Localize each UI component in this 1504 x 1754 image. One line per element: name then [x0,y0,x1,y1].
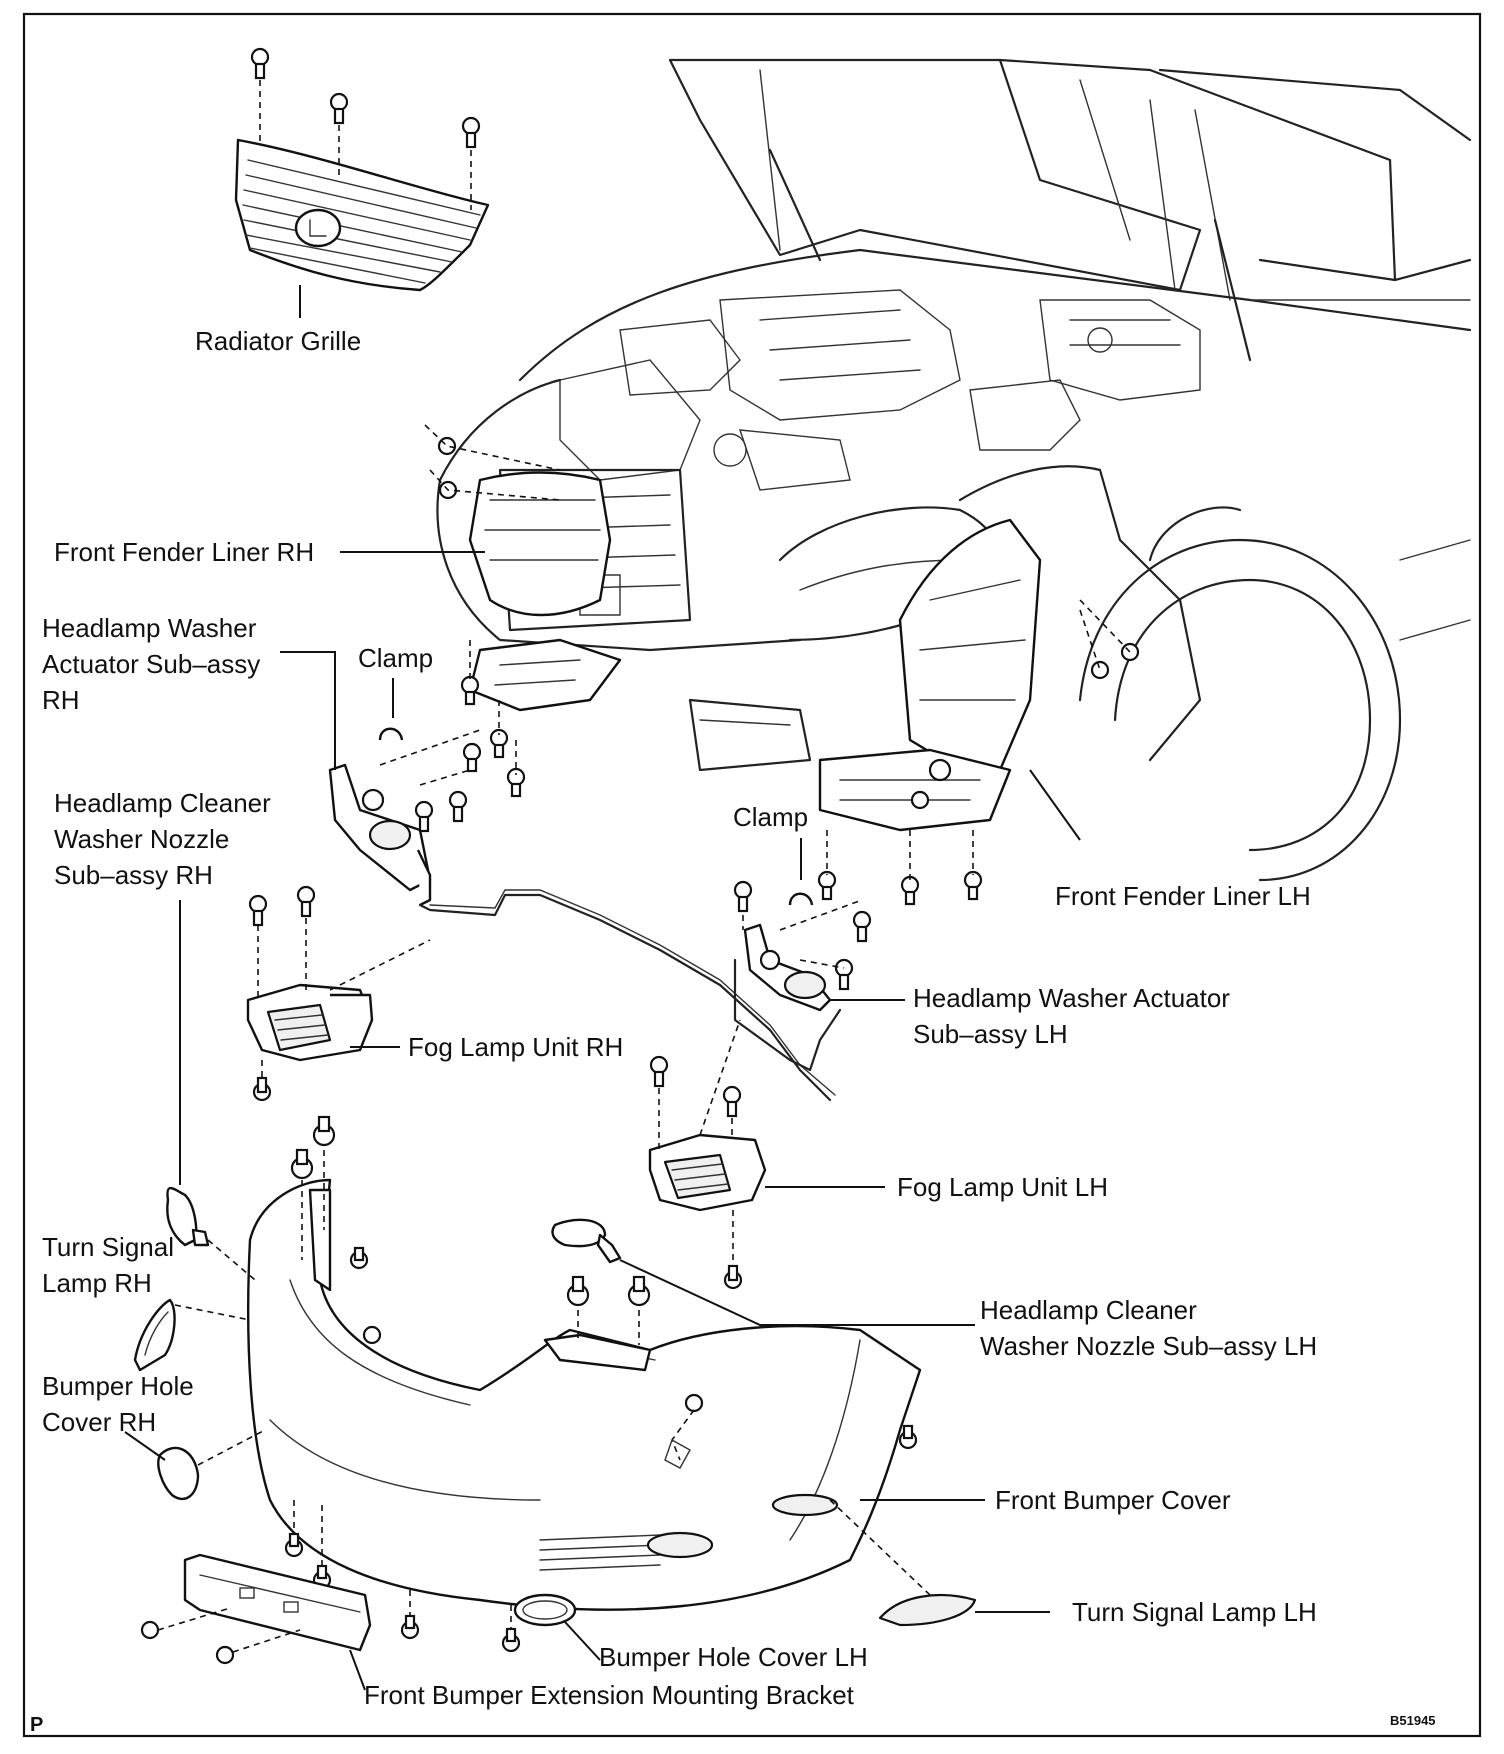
figure-code: B51945 [1390,1713,1436,1728]
washer-hose [418,893,832,1102]
label-line: Washer Nozzle [54,824,229,854]
label-line: Turn Signal [42,1232,174,1262]
headlamp-washer-actuator-rh-part [328,729,481,907]
label-line: Washer Nozzle Sub–assy LH [980,1331,1317,1361]
page-marker: P [30,1714,43,1736]
bumper-hole-cover-rh-part [124,1429,266,1501]
label-front-fender-liner-rh: Front Fender Liner RH [54,537,314,567]
label-fog-lamp-unit-rh: Fog Lamp Unit RH [408,1032,623,1062]
label-leader-lines [280,551,1081,1613]
label-headlamp-cleaner-nozzle-lh: Headlamp Cleaner Washer Nozzle Sub–assy … [980,1295,1317,1361]
front-fender-liner-lh-part [818,518,1042,832]
diagram-frame [22,12,1482,1738]
vehicle-body-outline [436,58,1472,882]
label-front-bumper-extension-mounting-bracket: Front Bumper Extension Mounting Bracket [364,1680,855,1710]
label-line: Sub–assy RH [54,860,213,890]
label-clamp-lh: Clamp [733,802,808,832]
fastener-bolts [424,424,1140,906]
headlamp-cleaner-washer-nozzle-lh-part [551,1218,975,1326]
grille-bolt [250,47,481,149]
front-fender-liner-rh-part [468,471,622,712]
label-bumper-hole-cover-lh: Bumper Hole Cover LH [599,1642,868,1672]
label-radiator-grille: Radiator Grille [195,326,361,356]
headlamp-cleaner-washer-nozzle-rh-part [166,900,256,1281]
radiator-grille-part [234,47,490,318]
label-headlamp-washer-actuator-lh: Headlamp Washer Actuator Sub–assy LH [913,983,1230,1049]
label-turn-signal-lamp-rh: Turn Signal Lamp RH [42,1232,174,1298]
label-clamp-rh: Clamp [358,643,433,673]
label-line: Bumper Hole [42,1371,194,1401]
label-line: Actuator Sub–assy [42,649,260,679]
label-headlamp-cleaner-nozzle-rh: Headlamp Cleaner Washer Nozzle Sub–assy … [54,788,271,890]
label-line: RH [42,685,80,715]
label-fog-lamp-unit-lh: Fog Lamp Unit LH [897,1172,1108,1202]
clamp-lh-part [788,838,814,906]
headlamp-washer-actuator-lh-part [733,880,872,1072]
turn-signal-lamp-rh-part [133,1298,251,1372]
label-line: Headlamp Washer Actuator [913,983,1230,1013]
label-front-fender-liner-lh: Front Fender Liner LH [1055,881,1311,911]
clamp-rh-part [378,678,404,741]
label-line: Sub–assy LH [913,1019,1068,1049]
front-bumper-cover-part [246,1115,922,1653]
label-turn-signal-lamp-lh: Turn Signal Lamp LH [1072,1597,1317,1627]
label-line: Headlamp Cleaner [980,1295,1197,1325]
label-line: Lamp RH [42,1268,152,1298]
label-line: Headlamp Washer [42,613,257,643]
label-headlamp-washer-actuator-rh: Headlamp Washer Actuator Sub–assy RH [42,613,260,715]
label-front-bumper-cover: Front Bumper Cover [995,1485,1231,1515]
label-line: Headlamp Cleaner [54,788,271,818]
label-bumper-hole-cover-rh: Bumper Hole Cover RH [42,1371,194,1437]
fog-lamp-unit-rh-part [246,885,431,1102]
fog-lamp-unit-lh-part [648,1019,767,1290]
bumper-hole-cover-lh-part [513,1593,601,1661]
label-line: Cover RH [42,1407,156,1437]
turn-signal-lamp-lh-part [829,1499,977,1627]
front-bumper-extension-mounting-bracket-part [140,1553,372,1691]
